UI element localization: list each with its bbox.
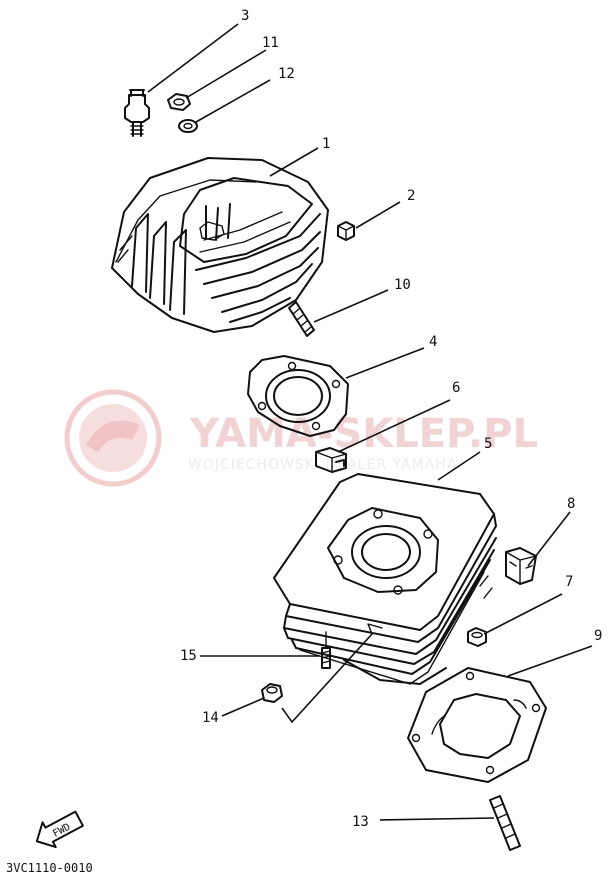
callout-11: 11 [262, 35, 279, 51]
callout-12: 12 [278, 66, 295, 82]
fwd-arrow: FWD [35, 810, 84, 849]
watermark-brand: YAMA-SKLEP.PL [189, 411, 538, 457]
callout-4: 4 [429, 334, 437, 350]
callout-2: 2 [407, 188, 415, 204]
callout-15: 15 [180, 648, 197, 664]
callout-10: 10 [394, 277, 411, 293]
part-stud-10 [288, 301, 315, 337]
part-nut-7 [467, 627, 487, 647]
callout-13: 13 [352, 814, 369, 830]
part-cylinder-head [111, 157, 329, 333]
callout-1: 1 [322, 136, 330, 152]
callout-14: 14 [202, 710, 219, 726]
callout-labels: 3 11 12 1 2 10 4 6 5 8 7 9 15 14 13 [180, 8, 602, 830]
callout-6: 6 [452, 380, 460, 396]
part-damper-6 [315, 447, 347, 473]
part-nut-11 [167, 93, 191, 111]
part-cylinder [273, 473, 497, 685]
part-stud-15 [321, 631, 331, 669]
part-washer-12 [178, 119, 198, 133]
part-nut-14 [261, 683, 283, 703]
callout-5: 5 [484, 436, 492, 452]
callout-3: 3 [241, 8, 249, 24]
diagram-code: 3VC1110-0010 [6, 861, 93, 875]
callout-8: 8 [567, 496, 575, 512]
watermark-tagline: WOJCIECHOWSKI DEALER YAMAHA [188, 457, 457, 473]
callout-7: 7 [565, 574, 573, 590]
part-stud-13 [489, 795, 521, 851]
part-spark-plug [124, 89, 150, 137]
part-head-gasket [247, 355, 349, 437]
part-nut-2 [337, 221, 355, 241]
leader-lines [147, 23, 593, 821]
part-base-gasket [407, 667, 547, 783]
watermark: YAMA-SKLEP.PL WOJCIECHOWSKI DEALER YAMAH… [64, 389, 538, 487]
part-damper-8 [505, 547, 537, 585]
watermark-logo [64, 389, 162, 487]
callout-9: 9 [594, 628, 602, 644]
